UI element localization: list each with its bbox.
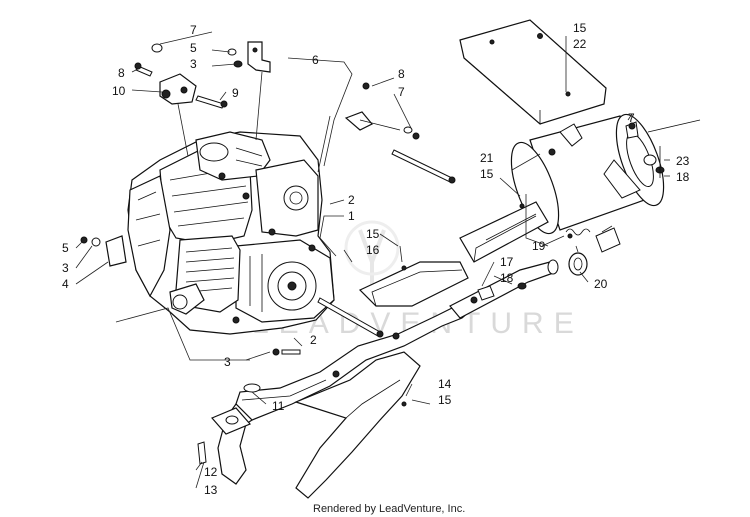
callout-5-top: 5	[190, 41, 197, 55]
grommet-23[interactable]	[643, 146, 665, 178]
callout-12: 12	[204, 465, 218, 479]
engine-bracket-10[interactable]	[159, 73, 197, 157]
header-heat-shield-14[interactable]	[294, 351, 421, 499]
leader-19-20	[575, 225, 613, 253]
muffler-hanger[interactable]	[559, 119, 701, 199]
washer-18-lower[interactable]	[517, 282, 527, 290]
callout-3-top: 3	[190, 57, 197, 71]
mount-bolt-3-lower[interactable]	[272, 348, 301, 356]
bolt-17[interactable]	[477, 285, 495, 301]
callout-19: 19	[532, 239, 546, 253]
spring-19[interactable]	[565, 228, 591, 239]
engine-mount-strap-right[interactable]	[344, 82, 420, 140]
callout-18-upper: 18	[676, 170, 690, 184]
mount-stud-2-lower[interactable]	[317, 297, 384, 338]
callout-9: 9	[232, 86, 239, 100]
callout-10: 10	[112, 84, 126, 98]
callout-7-muffler: 7	[628, 111, 635, 125]
header-shield-16[interactable]	[358, 261, 469, 307]
callout-15-mid: 15	[366, 227, 380, 241]
engine-mount-bracket-6[interactable]	[247, 41, 271, 73]
callout-labels: 7 5 3 6 8 10 9 8 7 15 22 2 1 15 16 21 15…	[62, 21, 690, 497]
callout-7-right: 7	[398, 85, 405, 99]
exhaust-gasket-11[interactable]	[243, 383, 261, 393]
callout-11: 11	[272, 399, 285, 413]
engine-assembly[interactable]	[127, 131, 335, 335]
callout-17: 17	[500, 255, 514, 269]
callout-7-top: 7	[190, 23, 197, 37]
watermark-logo	[344, 220, 400, 290]
callout-15-top: 15	[573, 21, 587, 35]
callout-5-left: 5	[62, 241, 69, 255]
callout-leaders	[75, 31, 670, 489]
callout-14: 14	[438, 377, 452, 391]
callout-22: 22	[573, 37, 587, 51]
bolt-7-right[interactable]	[625, 121, 639, 139]
callout-2-lower: 2	[310, 333, 317, 347]
callout-21: 21	[480, 151, 494, 165]
callout-23: 23	[676, 154, 690, 168]
callout-8-left: 8	[118, 66, 125, 80]
stud-12[interactable]	[197, 441, 207, 465]
gasket-20[interactable]	[568, 252, 588, 276]
leader-mount-bracket	[115, 307, 250, 361]
leader-stud-upper	[317, 115, 331, 173]
bolt-9[interactable]	[195, 95, 228, 109]
washer-nut-stack-top[interactable]	[151, 43, 243, 68]
mount-washer-stack-left[interactable]	[80, 235, 127, 267]
callout-18-lower: 18	[500, 271, 514, 285]
callout-3-lower: 3	[224, 355, 231, 369]
callout-15-shield: 15	[480, 167, 494, 181]
callout-2-upper: 2	[348, 193, 355, 207]
callout-20: 20	[594, 277, 608, 291]
callout-3-left: 3	[62, 261, 69, 275]
leader-gasket-11	[251, 391, 267, 405]
callout-6: 6	[312, 53, 319, 67]
leader-bracket-6	[255, 71, 263, 141]
leader-shield-16	[399, 245, 403, 263]
callout-15-lower: 15	[438, 393, 452, 407]
header-flange-11[interactable]	[210, 407, 252, 435]
muffler-shield-21[interactable]	[459, 201, 549, 263]
callout-4: 4	[62, 277, 69, 291]
heat-shield-22[interactable]	[459, 19, 607, 125]
exhaust-coupler[interactable]	[595, 227, 621, 253]
callout-1: 1	[348, 209, 355, 223]
callout-13: 13	[204, 483, 218, 497]
callout-8-right: 8	[398, 67, 405, 81]
leader-shield-21	[525, 194, 549, 247]
screw-15-top[interactable]	[537, 33, 543, 39]
callout-16: 16	[366, 243, 380, 257]
footer-credit: Rendered by LeadVenture, Inc.	[313, 503, 465, 515]
mount-stud-2-upper[interactable]	[391, 149, 456, 184]
